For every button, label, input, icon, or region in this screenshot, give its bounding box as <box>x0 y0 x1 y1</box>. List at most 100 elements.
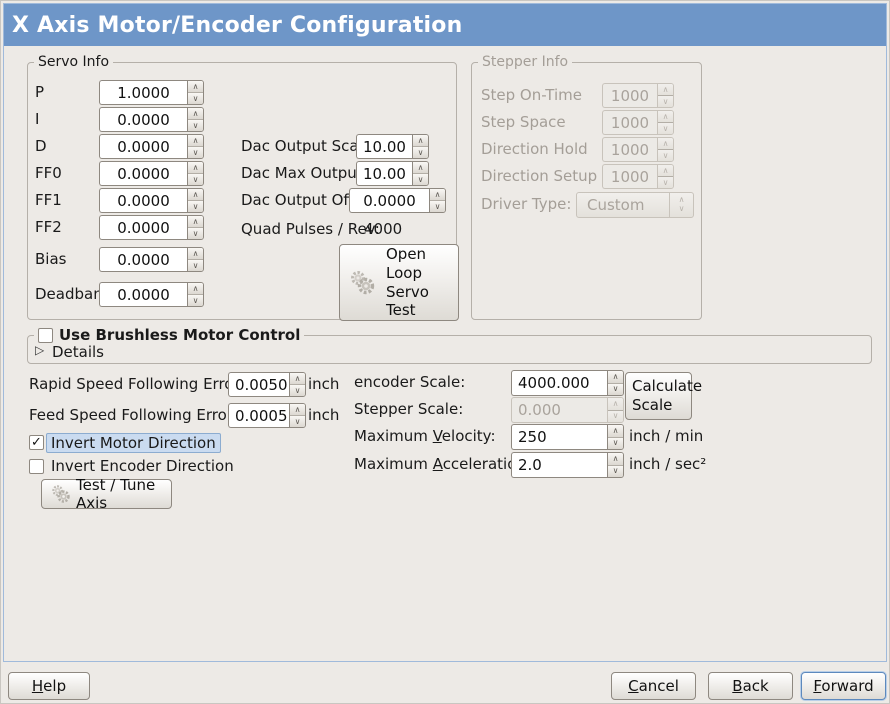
ff1-spinner[interactable]: ∧∨ <box>187 188 204 213</box>
invert-motor-checkbox[interactable]: ✓ <box>29 435 44 450</box>
i-spinner[interactable]: ∧∨ <box>187 107 204 132</box>
test-tune-axis-button[interactable]: Test / Tune Axis <box>41 476 172 512</box>
spin-up-icon[interactable]: ∧ <box>188 283 203 295</box>
spin-down-icon: ∨ <box>658 96 673 107</box>
i-input[interactable]: 0.0000 <box>99 107 187 132</box>
ff0-spinner[interactable]: ∧∨ <box>187 161 204 186</box>
deadband-spinbox[interactable]: 0.0000 ∧∨ <box>99 282 204 307</box>
deadband-spinner[interactable]: ∧∨ <box>187 282 204 307</box>
spin-down-icon[interactable]: ∨ <box>188 174 203 185</box>
spin-up-icon[interactable]: ∧ <box>188 189 203 201</box>
spin-down-icon[interactable]: ∨ <box>430 201 445 212</box>
invert-motor-label-highlight[interactable]: Invert Motor Direction <box>46 433 221 453</box>
forward-button[interactable]: Forward <box>801 672 886 700</box>
spin-down-icon[interactable]: ∨ <box>290 385 305 396</box>
open-loop-servo-test-button[interactable]: Open Loop Servo Test <box>339 244 459 321</box>
spin-down-icon[interactable]: ∨ <box>413 147 428 158</box>
spin-down-icon[interactable]: ∨ <box>188 260 203 271</box>
ff1-spinbox[interactable]: 0.0000 ∧∨ <box>99 188 204 213</box>
spin-up-icon[interactable]: ∧ <box>188 162 203 174</box>
max-velocity-input[interactable]: 250 <box>511 424 607 450</box>
dac-output-scale-spinner[interactable]: ∧∨ <box>412 134 429 159</box>
feed-error-input[interactable]: 0.0005 <box>228 403 289 428</box>
bias-input[interactable]: 0.0000 <box>99 247 187 272</box>
spin-up-icon[interactable]: ∧ <box>608 371 623 384</box>
rapid-error-input[interactable]: 0.0050 <box>228 372 289 397</box>
spin-down-icon[interactable]: ∨ <box>188 147 203 158</box>
spin-down-icon[interactable]: ∨ <box>290 416 305 427</box>
d-input[interactable]: 0.0000 <box>99 134 187 159</box>
d-spinbox[interactable]: 0.0000 ∧∨ <box>99 134 204 159</box>
ff2-spinbox[interactable]: 0.0000 ∧∨ <box>99 215 204 240</box>
ff2-input[interactable]: 0.0000 <box>99 215 187 240</box>
test-tune-axis-label: Test / Tune Axis <box>76 476 156 512</box>
spin-up-icon[interactable]: ∧ <box>188 81 203 93</box>
step-on-time-input: 1000 <box>602 83 657 108</box>
details-expander-label[interactable]: Details <box>52 343 105 361</box>
ff2-spinner[interactable]: ∧∨ <box>187 215 204 240</box>
help-button[interactable]: Help <box>8 672 90 700</box>
bias-spinbox[interactable]: 0.0000 ∧∨ <box>99 247 204 272</box>
dac-max-output-spinbox[interactable]: 10.00 ∧∨ <box>356 161 429 186</box>
dac-output-scale-input[interactable]: 10.00 <box>356 134 412 159</box>
spin-up-icon[interactable]: ∧ <box>188 216 203 228</box>
p-input[interactable]: 1.0000 <box>99 80 187 105</box>
max-velocity-spinbox[interactable]: 250 ∧∨ <box>511 424 624 450</box>
dac-output-offset-spinbox[interactable]: 0.0000 ∧∨ <box>349 188 446 213</box>
p-spinner[interactable]: ∧∨ <box>187 80 204 105</box>
spin-down-icon[interactable]: ∨ <box>413 174 428 185</box>
deadband-input[interactable]: 0.0000 <box>99 282 187 307</box>
rapid-error-spinner[interactable]: ∧∨ <box>289 372 306 397</box>
p-spinbox[interactable]: 1.0000 ∧∨ <box>99 80 204 105</box>
max-accel-spinbox[interactable]: 2.0 ∧∨ <box>511 452 624 478</box>
dac-output-offset-input[interactable]: 0.0000 <box>349 188 429 213</box>
spin-down-icon[interactable]: ∨ <box>608 383 623 395</box>
spin-up-icon[interactable]: ∧ <box>188 248 203 260</box>
spin-up-icon[interactable]: ∧ <box>413 135 428 147</box>
spin-down-icon[interactable]: ∨ <box>188 295 203 306</box>
driver-type-select: Custom ∧∨ <box>576 192 694 218</box>
spin-up-icon[interactable]: ∧ <box>608 453 623 466</box>
invert-encoder-checkbox[interactable] <box>29 459 44 474</box>
spin-down-icon[interactable]: ∨ <box>608 465 623 477</box>
use-brushless-checkbox[interactable] <box>38 327 53 343</box>
cancel-button[interactable]: Cancel <box>611 672 696 700</box>
back-button[interactable]: Back <box>708 672 793 700</box>
encoder-scale-input[interactable]: 4000.000 <box>511 370 607 396</box>
feed-error-spinbox[interactable]: 0.0005 ∧∨ <box>228 403 306 428</box>
calculate-scale-button[interactable]: Calculate Scale <box>625 372 702 420</box>
max-accel-unit: inch / sec² <box>629 455 707 473</box>
max-accel-input[interactable]: 2.0 <box>511 452 607 478</box>
spin-up-icon[interactable]: ∧ <box>430 189 445 201</box>
spin-down-icon[interactable]: ∨ <box>188 120 203 131</box>
dac-output-scale-spinbox[interactable]: 10.00 ∧∨ <box>356 134 429 159</box>
i-spinbox[interactable]: 0.0000 ∧∨ <box>99 107 204 132</box>
spin-up-icon[interactable]: ∧ <box>188 108 203 120</box>
dac-max-output-spinner[interactable]: ∧∨ <box>412 161 429 186</box>
spin-up-icon[interactable]: ∧ <box>290 373 305 385</box>
encoder-scale-spinner[interactable]: ∧∨ <box>607 370 624 396</box>
ff0-input[interactable]: 0.0000 <box>99 161 187 186</box>
encoder-scale-spinbox[interactable]: 4000.000 ∧∨ <box>511 370 624 396</box>
spin-down-icon[interactable]: ∨ <box>188 228 203 239</box>
rapid-error-spinbox[interactable]: 0.0050 ∧∨ <box>228 372 306 397</box>
spin-up-icon[interactable]: ∧ <box>413 162 428 174</box>
spin-down-icon[interactable]: ∨ <box>608 437 623 449</box>
spin-up-icon[interactable]: ∧ <box>608 425 623 438</box>
combo-arrows-icon: ∧∨ <box>669 193 693 217</box>
d-spinner[interactable]: ∧∨ <box>187 134 204 159</box>
max-velocity-spinner[interactable]: ∧∨ <box>607 424 624 450</box>
spin-down-icon[interactable]: ∨ <box>188 201 203 212</box>
spin-up-icon[interactable]: ∧ <box>290 404 305 416</box>
feed-error-spinner[interactable]: ∧∨ <box>289 403 306 428</box>
expander-triangle-icon[interactable]: ▷ <box>35 343 45 357</box>
bias-spinner[interactable]: ∧∨ <box>187 247 204 272</box>
spin-up-icon[interactable]: ∧ <box>188 135 203 147</box>
ff1-input[interactable]: 0.0000 <box>99 188 187 213</box>
dac-output-offset-spinner[interactable]: ∧∨ <box>429 188 446 213</box>
spin-up-icon: ∧ <box>658 138 673 150</box>
spin-down-icon[interactable]: ∨ <box>188 93 203 104</box>
ff0-spinbox[interactable]: 0.0000 ∧∨ <box>99 161 204 186</box>
dac-max-output-input[interactable]: 10.00 <box>356 161 412 186</box>
max-accel-spinner[interactable]: ∧∨ <box>607 452 624 478</box>
